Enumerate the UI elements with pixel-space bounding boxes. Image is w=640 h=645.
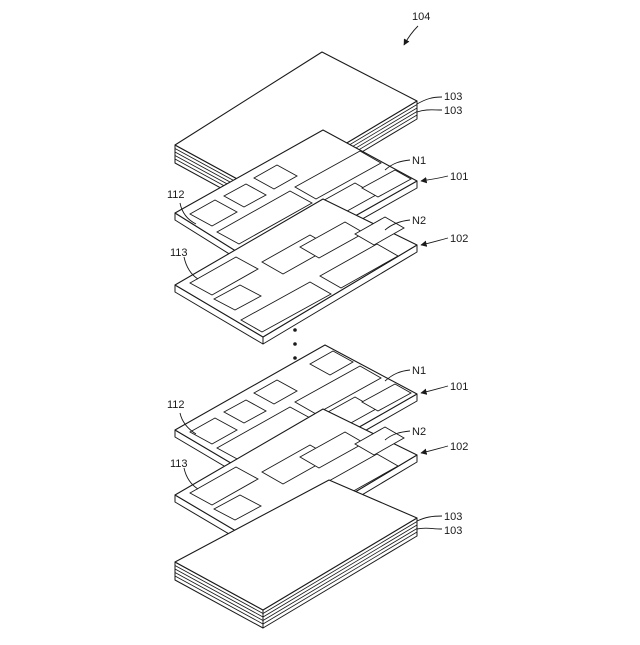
label-n1-lower: N1 — [412, 365, 426, 377]
label-101-upper: 101 — [450, 171, 468, 183]
arrow-104 — [404, 26, 418, 45]
label-102-lower: 102 — [450, 441, 468, 453]
label-103-top-a: 103 — [444, 91, 462, 103]
leader-103-bottom-a — [417, 516, 442, 521]
label-113-upper: 113 — [170, 247, 188, 259]
label-103-bottom-a: 103 — [444, 511, 462, 523]
leader-103-top-a — [417, 97, 442, 104]
label-112-upper: 112 — [167, 189, 185, 201]
arrow-101-upper — [421, 176, 448, 181]
arrow-102-upper — [421, 238, 448, 245]
label-112-lower: 112 — [167, 399, 185, 411]
arrow-101-lower — [421, 386, 448, 393]
label-102-upper: 102 — [450, 233, 468, 245]
label-103-bottom-b: 103 — [444, 525, 462, 537]
label-101-lower: 101 — [450, 381, 468, 393]
label-n1-upper: N1 — [412, 155, 426, 167]
arrow-102-lower — [421, 446, 448, 453]
label-104: 104 — [412, 11, 430, 23]
leader-103-bottom-b — [417, 528, 442, 529]
label-113-lower: 113 — [170, 458, 188, 470]
label-n2-upper: N2 — [412, 215, 426, 227]
leader-103-top-b — [417, 110, 442, 112]
label-n2-lower: N2 — [412, 426, 426, 438]
label-103-top-b: 103 — [444, 105, 462, 117]
